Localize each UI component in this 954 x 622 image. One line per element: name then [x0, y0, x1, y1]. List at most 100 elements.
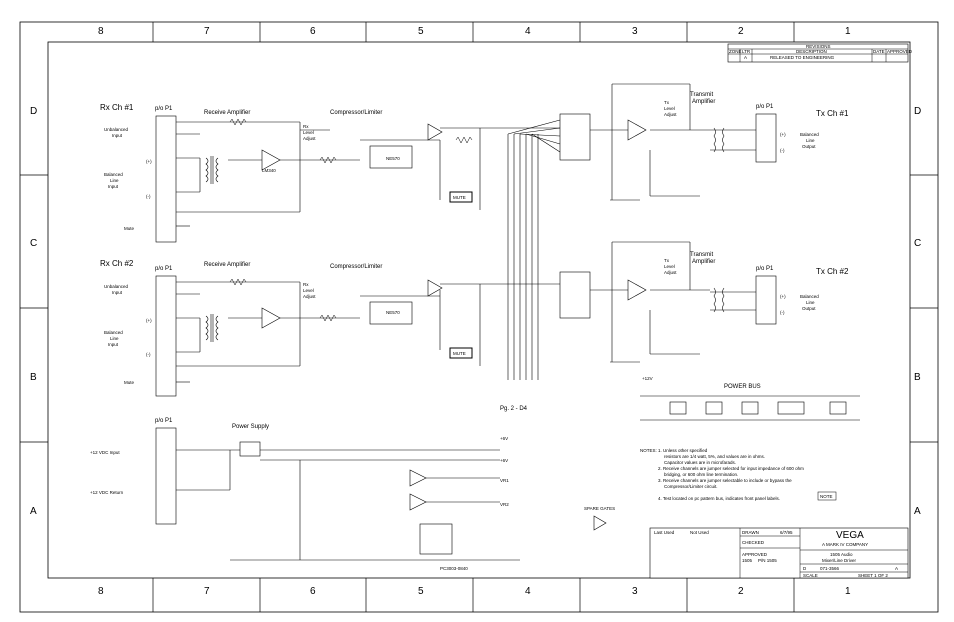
- title-not-used: Not Used: [690, 530, 709, 535]
- mute-label-1: Mute: [124, 226, 135, 231]
- bal-output-1: Balanced: [800, 132, 819, 137]
- grid-ticks: [20, 22, 938, 612]
- grid-col-label: 5: [418, 26, 424, 37]
- mute-box-1: MUTE: [453, 195, 466, 200]
- title-dwg-no: 1505: [742, 558, 753, 563]
- transmit-amp-2-title: Transmit: [690, 252, 713, 258]
- net-p6v-b: +6V: [500, 458, 508, 463]
- grid-rows: D C B A D C B A: [30, 106, 921, 517]
- jumper-bus: [500, 113, 591, 380]
- title-sheet: SHEET 1 OF 2: [858, 573, 888, 578]
- bal-output-2: Balanced: [800, 294, 819, 299]
- inner-border: [47, 41, 911, 579]
- revisions-row-ltr: A: [744, 55, 747, 60]
- net-vr2: VR2: [500, 502, 509, 507]
- tf-ref: PC3003-0840: [440, 566, 468, 571]
- rx-level-adjust-2b: Level: [303, 288, 314, 293]
- note-4: 4. Test located on pc pattern bus, indic…: [658, 496, 780, 501]
- bal-output-2c: Output: [802, 306, 816, 311]
- power-supply: p/o P1 Power Supply +12 VDC Input +12 VD…: [90, 418, 520, 571]
- bal-input-1b: Line: [110, 178, 119, 183]
- ic-lm340-1: LM340: [262, 168, 276, 173]
- bal-input-2c: Input: [108, 342, 119, 347]
- receive-amp-1-title: Receive Amplifier: [204, 110, 250, 116]
- bal-input-2: Balanced: [104, 330, 123, 335]
- tx-channel-1: Transmit Amplifier Tx Level Adjust Tx Ch…: [590, 83, 849, 201]
- title-approved: APPROVED: [742, 552, 768, 557]
- unbal-input-2b: Input: [112, 290, 123, 295]
- tx-level-adjust-1b: Level: [664, 106, 675, 111]
- revisions-row-desc: RELEASED TO ENGINEERING: [770, 55, 835, 60]
- revisions-col-ltr: LTR: [742, 49, 751, 54]
- rx-level-adjust-1c: Adjust: [303, 136, 316, 141]
- rx-ch2-title: Rx Ch #2: [100, 259, 134, 268]
- plus-sign: (+): [146, 318, 152, 323]
- net-vr1: VR1: [500, 478, 509, 483]
- revisions-title: REVISIONS: [806, 44, 831, 49]
- grid-col-label: 5: [418, 586, 424, 597]
- title-company: VEGA: [836, 530, 864, 541]
- grid-col-label: 7: [204, 26, 210, 37]
- connector-label: p/o P1: [155, 106, 173, 112]
- title-dwg-no-b: P/N 1505: [758, 558, 777, 563]
- power-supply-title: Power Supply: [232, 424, 269, 430]
- grid-row-label: A: [30, 506, 37, 517]
- tx-level-adjust-2b: Level: [664, 264, 675, 269]
- connector-label: p/o P1: [155, 266, 173, 272]
- bal-input-2b: Line: [110, 336, 119, 341]
- revisions-col-desc: DESCRIPTION: [796, 49, 827, 54]
- outer-border: [19, 21, 939, 613]
- connector-label: p/o P1: [155, 418, 173, 424]
- connector-label: p/o P1: [756, 104, 774, 110]
- note-3: 3. Receive channels are jumper selectabl…: [658, 478, 792, 483]
- note-2b: bridging, or 600 ohm line termination.: [664, 472, 738, 477]
- plus12-return: +12 VDC Return: [90, 490, 124, 495]
- title-last-used: Last Used: [654, 530, 675, 535]
- grid-row-label: C: [914, 238, 921, 249]
- comp-lim-2-title: Compressor/Limiter: [330, 264, 382, 270]
- net-p12v: +12V: [642, 376, 653, 381]
- power-bus: POWER BUS +12V: [640, 376, 860, 421]
- rx-level-adjust-1b: Level: [303, 130, 314, 135]
- note-2: 2. Receive channels are jumper selected …: [658, 466, 804, 471]
- grid-row-label: C: [30, 238, 37, 249]
- plus-sign: (+): [780, 294, 786, 299]
- bal-input-1: Balanced: [104, 172, 123, 177]
- note-ref: NOTE: [820, 494, 833, 499]
- notes-heading: NOTES:: [640, 448, 657, 453]
- grid-row-label: D: [30, 106, 37, 117]
- note-1b: resistors are 1/4 watt, 5%, and values a…: [664, 454, 765, 459]
- grid-col-label: 4: [525, 586, 531, 597]
- tx-ch1-title: Tx Ch #1: [816, 109, 849, 118]
- bal-output-1c: Output: [802, 144, 816, 149]
- grid-row-label: B: [30, 372, 37, 383]
- plus12-input: +12 VDC Input: [90, 450, 120, 455]
- revisions-block: REVISIONS ZONE LTR DESCRIPTION DATE APPR…: [727, 43, 913, 63]
- tx-channel-2: Transmit Amplifier Tx Level Adjust Tx Ch…: [590, 241, 849, 363]
- grid-row-label: A: [914, 506, 921, 517]
- spare-gates-title: SPARE GATES: [584, 506, 615, 511]
- title-part-no: 071-3566: [820, 566, 840, 571]
- title-product: 1505 Audio: [830, 552, 853, 557]
- tx-level-adjust-1c: Adjust: [664, 112, 677, 117]
- revisions-col-zone: ZONE: [729, 49, 742, 54]
- revisions-col-approved: APPROVED: [887, 49, 913, 54]
- rx-level-adjust-2: Rx: [303, 282, 309, 287]
- grid-col-label: 3: [632, 26, 638, 37]
- bal-output-1b: Line: [806, 138, 815, 143]
- grid-col-label: 8: [98, 586, 104, 597]
- grid-col-label: 1: [845, 26, 851, 37]
- tx-level-adjust-2c: Adjust: [664, 270, 677, 275]
- rx-channel-2: Rx Ch #2 p/o P1 Receive Amplifier Compre…: [100, 259, 500, 397]
- note-1: 1. Unless other specified: [658, 448, 708, 453]
- title-checked: CHECKED: [742, 540, 765, 545]
- transmit-amp-1b: Amplifier: [692, 99, 715, 105]
- transmit-amp-1-title: Transmit: [690, 92, 713, 98]
- minus-sign: (-): [146, 352, 151, 357]
- rx-level-adjust-1: Rx: [303, 124, 309, 129]
- grid-col-label: 7: [204, 586, 210, 597]
- page-ref: Pg. 2 - D4: [500, 406, 528, 412]
- transmit-amp-2b: Amplifier: [692, 259, 715, 265]
